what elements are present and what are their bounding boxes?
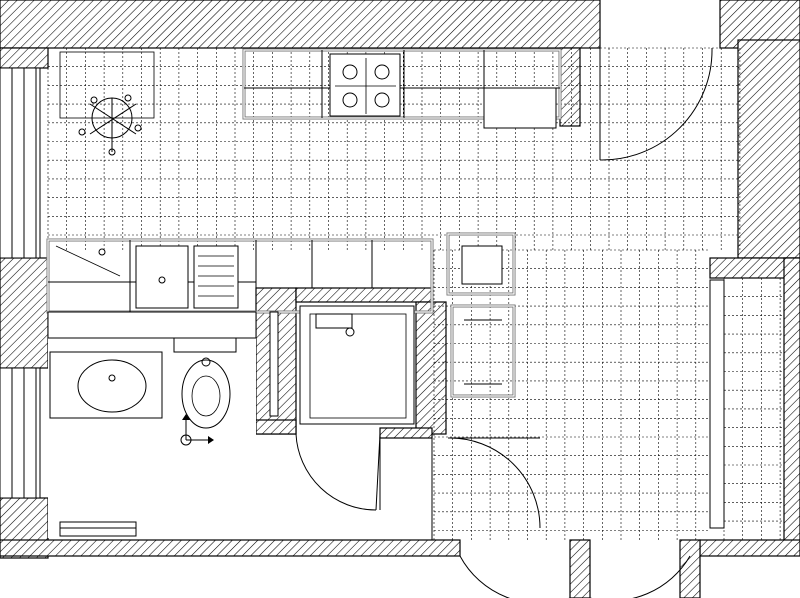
wash-basin[interactable] <box>49 351 163 419</box>
balcony-door[interactable] <box>447 279 725 529</box>
left-window <box>0 67 41 499</box>
bathroom-door[interactable] <box>295 433 381 511</box>
entrance-door[interactable] <box>599 47 713 161</box>
bathroom-wall-strip <box>47 311 257 339</box>
toilet[interactable] <box>173 335 237 429</box>
kitchen-upper-cabinets[interactable] <box>242 48 562 129</box>
coordinate-origin-marker <box>180 414 214 446</box>
gas-hob[interactable] <box>329 53 401 117</box>
lower-door[interactable] <box>459 555 691 598</box>
bathroom-shelf <box>269 311 279 417</box>
armchair[interactable] <box>446 232 516 398</box>
towel-rail[interactable] <box>59 521 137 537</box>
shower-tray[interactable] <box>299 305 415 425</box>
office-chair[interactable] <box>59 51 155 156</box>
